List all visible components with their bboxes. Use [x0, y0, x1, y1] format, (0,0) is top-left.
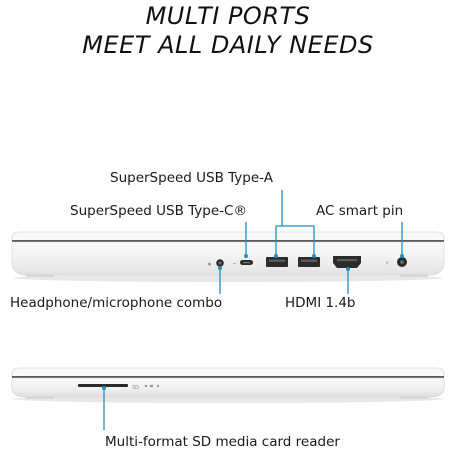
sd-card-slot-icon: SD — [78, 384, 139, 391]
callout-lines-top — [219, 190, 403, 294]
headline-line-2: MEET ALL DAILY NEEDS — [82, 31, 374, 59]
hdmi-port-icon — [333, 256, 361, 268]
svg-text:⏺: ⏺ — [208, 261, 211, 268]
laptop-side-view-bottom — [11, 367, 445, 403]
usb-a-port-2-icon — [298, 257, 320, 267]
callout-dots-top — [218, 254, 404, 271]
status-led-icons — [144, 384, 160, 388]
label-headphone-combo: Headphone/microphone combo — [10, 295, 223, 311]
usb-a-port-1-icon — [266, 257, 288, 267]
usb-c-port-icon: ⌁ — [233, 260, 253, 267]
laptop-side-view-top — [11, 231, 445, 282]
headline-line-1: MULTI PORTS — [145, 2, 311, 30]
label-ac-smart-pin: AC smart pin — [316, 203, 404, 219]
label-sd-card-reader: Multi-format SD media card reader — [105, 434, 340, 450]
svg-text:⌁: ⌁ — [233, 261, 236, 267]
label-hdmi: HDMI 1.4b — [285, 295, 356, 311]
headphone-jack-icon: ⏺ — [208, 259, 224, 268]
ac-smart-pin-port-icon: ⚡ — [385, 257, 407, 267]
svg-text:⚡: ⚡ — [385, 260, 389, 267]
sd-slot-marking: SD — [132, 385, 139, 391]
label-usb-type-a: SuperSpeed USB Type-A — [110, 170, 273, 186]
label-usb-type-c: SuperSpeed USB Type-C® — [70, 203, 247, 219]
callout-line-sd — [102, 386, 106, 430]
